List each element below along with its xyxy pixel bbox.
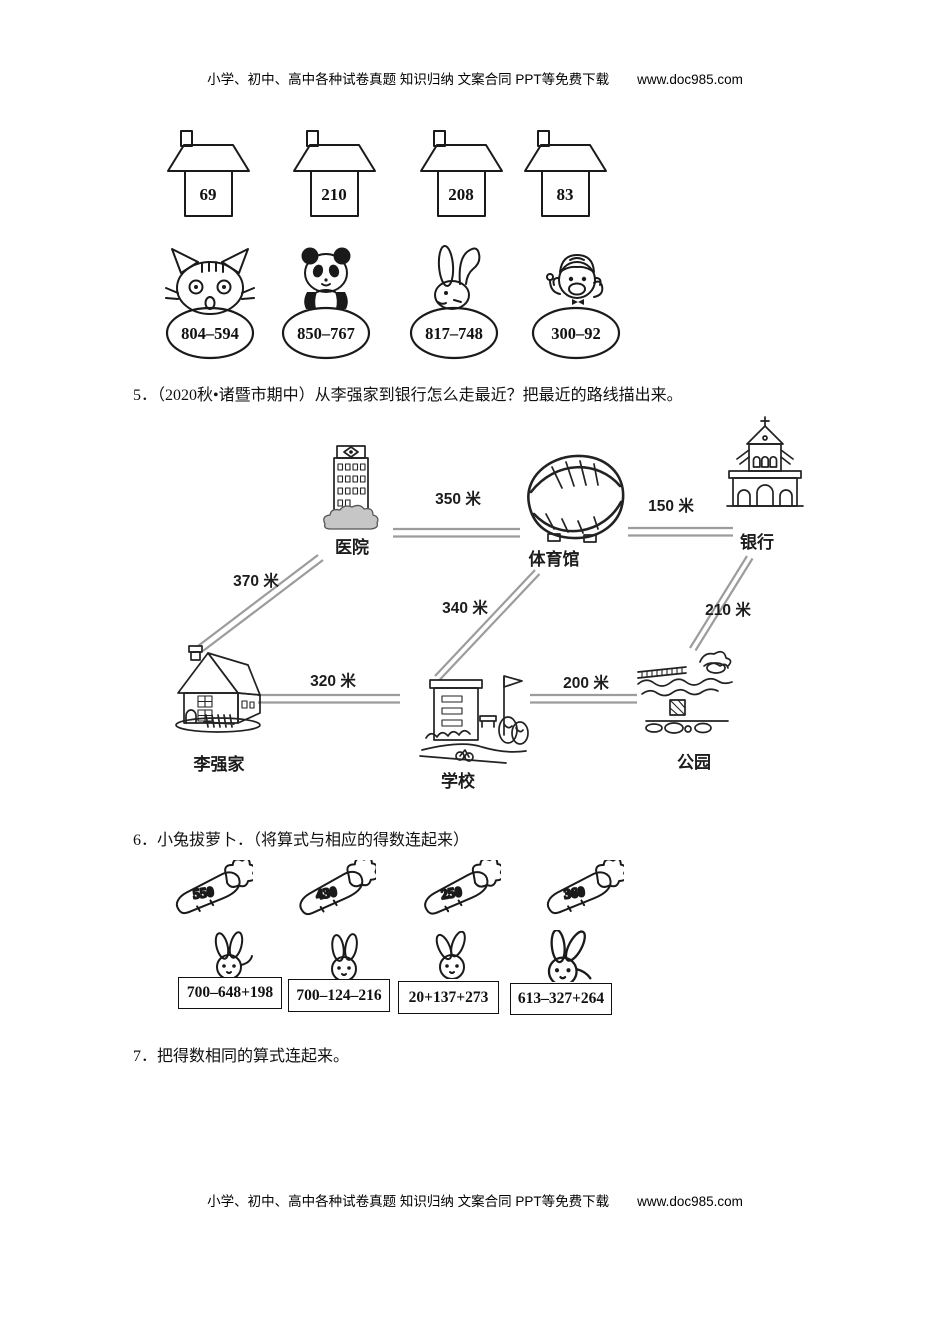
house-number: 69 — [200, 185, 217, 204]
cat-icon: 804–594 — [165, 248, 255, 360]
footer-url: www.doc985.com — [637, 1194, 743, 1209]
road-hospital-gym — [393, 527, 520, 538]
rabbit-peek-icon — [214, 931, 253, 979]
expression-box: 700–124–216 — [288, 979, 390, 1012]
rabbit-peek-icon — [331, 933, 358, 981]
road-school-park — [530, 693, 637, 704]
expression-value: 613–327+264 — [517, 990, 605, 1007]
expression-box: 20+137+273 — [398, 981, 499, 1014]
house-icon: 69 — [167, 130, 250, 217]
map-label-home: 李强家 — [194, 754, 245, 774]
question-7: 7．把得数相同的算式连起来。 — [133, 1042, 349, 1066]
expression-box: 700–648+198 — [178, 977, 282, 1009]
question-5-number: 5． — [133, 387, 158, 404]
footer-tagline: 小学、初中、高中各种试卷真题 知识归纳 文案合同 PPT等免费下载 — [207, 1194, 610, 1209]
rabbit-peek-icon — [547, 930, 592, 982]
map-label-school: 学校 — [441, 771, 476, 791]
road-gym-bank — [628, 526, 733, 537]
animal-expression: 850–767 — [297, 324, 355, 343]
house-number: 83 — [557, 185, 574, 204]
page-footer: 小学、初中、高中各种试卷真题 知识归纳 文案合同 PPT等免费下载 www.doc… — [0, 1190, 950, 1210]
map-label-hospital: 医院 — [335, 537, 369, 557]
distance-label: 210 米 — [705, 600, 751, 619]
expression-oval — [281, 306, 371, 360]
header-tagline: 小学、初中、高中各种试卷真题 知识归纳 文案合同 PPT等免费下载 — [207, 72, 610, 87]
question-7-number: 7． — [133, 1048, 158, 1065]
distance-label: 370 米 — [233, 571, 279, 590]
gym-icon — [527, 454, 625, 543]
house-number: 210 — [321, 185, 347, 204]
expression-value: 700–124–216 — [296, 986, 382, 1004]
question-6: 6．小兔拔萝卜．（将算式与相应的得数连起来） — [133, 826, 469, 850]
carrot-icon: 550 — [175, 860, 253, 915]
rabbit-peek-icon — [435, 931, 466, 979]
house-icon: 210 — [293, 130, 376, 217]
expression-box: 613–327+264 — [510, 983, 612, 1015]
distance-label: 150 米 — [648, 496, 694, 515]
road-home-school — [258, 693, 400, 704]
question-5-text: （2020秋•诸暨市期中）从李强家到银行怎么走最近？把最近的路线描出来。 — [157, 387, 683, 404]
route-map: 医院 体育馆 银行 李强家 学校 公园 350 米 150 米 370 米 34… — [175, 416, 804, 791]
carrot-value: 250 — [440, 885, 463, 903]
question-6-text: 小兔拔萝卜．（将算式与相应的得数连起来） — [157, 832, 470, 849]
animal-expression: 817–748 — [425, 324, 483, 343]
distance-label: 200 米 — [563, 673, 609, 692]
question-7-text: 把得数相同的算式连起来。 — [157, 1048, 350, 1065]
panda-icon: 850–767 — [281, 247, 371, 360]
page-header: 小学、初中、高中各种试卷真题 知识归纳 文案合同 PPT等免费下载 www.doc… — [0, 68, 950, 88]
road-gym-school — [434, 569, 541, 681]
carrot-icon: 430 — [299, 860, 376, 916]
carrot-icon: 360 — [546, 860, 624, 915]
park-icon — [637, 650, 733, 734]
school-icon — [419, 675, 529, 764]
carrot-value: 430 — [315, 885, 338, 903]
carrot-value: 360 — [563, 885, 586, 903]
home-icon — [175, 645, 261, 733]
distance-label: 350 米 — [435, 489, 481, 508]
road-bank-park — [689, 555, 754, 652]
monkey-icon: 300–92 — [531, 254, 621, 360]
animal-expression: 300–92 — [551, 324, 601, 343]
header-url: www.doc985.com — [637, 72, 743, 87]
distance-label: 340 米 — [442, 598, 488, 617]
carrot-value: 550 — [192, 885, 215, 903]
map-label-bank: 银行 — [740, 532, 774, 552]
carrot-icon: 250 — [424, 860, 501, 915]
map-label-park: 公园 — [677, 753, 711, 772]
rabbit-icon: 817–748 — [409, 245, 499, 360]
house-number: 208 — [448, 185, 474, 204]
map-label-gym: 体育馆 — [529, 549, 580, 569]
expression-value: 20+137+273 — [408, 988, 489, 1006]
hospital-icon — [323, 445, 379, 530]
question-5: 5．（2020秋•诸暨市期中）从李强家到银行怎么走最近？把最近的路线描出来。 — [133, 381, 683, 405]
animal-expression: 804–594 — [181, 324, 239, 343]
house-icon: 83 — [524, 130, 607, 217]
expression-oval — [531, 306, 621, 360]
distance-label: 320 米 — [310, 671, 356, 690]
expression-value: 700–648+198 — [186, 984, 274, 1001]
road-hospital-home — [197, 554, 324, 652]
house-icon: 208 — [420, 130, 503, 217]
question-6-number: 6． — [133, 832, 158, 849]
bank-icon — [726, 416, 804, 507]
